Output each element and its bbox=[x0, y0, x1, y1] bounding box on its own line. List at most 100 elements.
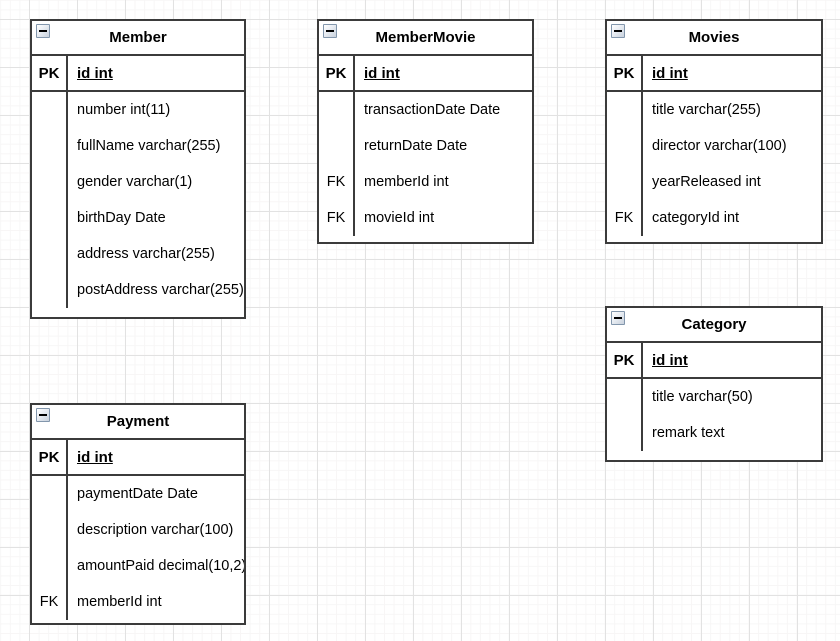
table-row[interactable]: gender varchar(1) bbox=[32, 164, 244, 200]
minus-glyph bbox=[39, 414, 47, 416]
minus-glyph bbox=[614, 317, 622, 319]
entity-title: Member bbox=[109, 29, 167, 46]
table-row[interactable]: FK movieId int bbox=[319, 200, 532, 236]
row-key-label bbox=[32, 200, 68, 236]
table-row[interactable]: director varchar(100) bbox=[607, 128, 821, 164]
entity-title: Movies bbox=[688, 29, 740, 46]
entity-body: transactionDate Date returnDate Date FK … bbox=[319, 92, 532, 236]
table-row[interactable]: amountPaid decimal(10,2) bbox=[32, 548, 244, 584]
entity-body: title varchar(50) remark text bbox=[607, 379, 821, 451]
row-field-label: remark text bbox=[652, 424, 725, 441]
collapse-minus-icon[interactable] bbox=[611, 311, 625, 325]
row-key-label bbox=[607, 415, 643, 451]
table-row[interactable]: birthDay Date bbox=[32, 200, 244, 236]
entity-title: Payment bbox=[106, 413, 170, 430]
row-field-label: fullName varchar(255) bbox=[77, 137, 221, 154]
pk-row[interactable]: PK id int bbox=[607, 56, 821, 92]
table-row[interactable]: yearReleased int bbox=[607, 164, 821, 200]
entity-table-payment[interactable]: Payment PK id int paymentDate Date descr… bbox=[30, 403, 246, 625]
entity-header-category[interactable]: Category bbox=[607, 308, 821, 343]
row-key-label bbox=[607, 92, 643, 128]
row-key-label bbox=[32, 272, 68, 308]
table-row[interactable]: FK memberId int bbox=[319, 164, 532, 200]
pk-field-label: id int bbox=[77, 448, 113, 466]
row-field-label: number int(11) bbox=[77, 101, 171, 118]
row-key-label bbox=[32, 128, 68, 164]
table-row[interactable]: FK memberId int bbox=[32, 584, 244, 620]
pk-row[interactable]: PK id int bbox=[319, 56, 532, 92]
collapse-minus-icon[interactable] bbox=[323, 24, 337, 38]
entity-header-membermovie[interactable]: MemberMovie bbox=[319, 21, 532, 56]
entity-header-movies[interactable]: Movies bbox=[607, 21, 821, 56]
pk-key-label: PK bbox=[607, 343, 643, 377]
row-field-label: title varchar(50) bbox=[652, 388, 753, 405]
row-key-label bbox=[32, 476, 68, 512]
row-key-label bbox=[607, 128, 643, 164]
row-field-label: transactionDate Date bbox=[364, 101, 501, 118]
row-key-label bbox=[319, 92, 355, 128]
row-field-label: birthDay Date bbox=[77, 209, 166, 226]
entity-table-movies[interactable]: Movies PK id int title varchar(255) dire… bbox=[605, 19, 823, 244]
row-key-label bbox=[607, 379, 643, 415]
table-row[interactable]: fullName varchar(255) bbox=[32, 128, 244, 164]
collapse-minus-icon[interactable] bbox=[36, 408, 50, 422]
row-field-label: returnDate Date bbox=[364, 137, 468, 154]
pk-row[interactable]: PK id int bbox=[32, 56, 244, 92]
entity-header-member[interactable]: Member bbox=[32, 21, 244, 56]
pk-key-label: PK bbox=[607, 56, 643, 90]
row-key-label bbox=[32, 92, 68, 128]
table-row[interactable]: FK categoryId int bbox=[607, 200, 821, 236]
entity-header-payment[interactable]: Payment bbox=[32, 405, 244, 440]
row-field-label: paymentDate Date bbox=[77, 485, 198, 502]
row-key-label bbox=[607, 164, 643, 200]
table-row[interactable]: description varchar(100) bbox=[32, 512, 244, 548]
table-row[interactable]: postAddress varchar(255) bbox=[32, 272, 244, 308]
entity-body: paymentDate Date description varchar(100… bbox=[32, 476, 244, 620]
row-field-label: director varchar(100) bbox=[652, 137, 787, 154]
row-field-label: categoryId int bbox=[652, 209, 740, 226]
row-key-label: FK bbox=[319, 164, 355, 200]
pk-field-label: id int bbox=[652, 351, 688, 369]
table-row[interactable]: address varchar(255) bbox=[32, 236, 244, 272]
row-key-label: FK bbox=[32, 584, 68, 620]
pk-key-label: PK bbox=[319, 56, 355, 90]
entity-table-membermovie[interactable]: MemberMovie PK id int transactionDate Da… bbox=[317, 19, 534, 244]
collapse-minus-icon[interactable] bbox=[611, 24, 625, 38]
entity-body: number int(11) fullName varchar(255) gen… bbox=[32, 92, 244, 308]
row-field-label: memberId int bbox=[364, 173, 449, 190]
table-row[interactable]: paymentDate Date bbox=[32, 476, 244, 512]
row-field-label: movieId int bbox=[364, 209, 435, 226]
table-row[interactable]: remark text bbox=[607, 415, 821, 451]
row-field-label: title varchar(255) bbox=[652, 101, 761, 118]
row-field-label: yearReleased int bbox=[652, 173, 761, 190]
entity-title: Category bbox=[681, 316, 747, 333]
row-key-label bbox=[32, 236, 68, 272]
row-key-label bbox=[319, 128, 355, 164]
row-field-label: description varchar(100) bbox=[77, 521, 234, 538]
pk-row[interactable]: PK id int bbox=[32, 440, 244, 476]
pk-key-label: PK bbox=[32, 440, 68, 474]
table-row[interactable]: title varchar(255) bbox=[607, 92, 821, 128]
minus-glyph bbox=[39, 30, 47, 32]
row-key-label bbox=[32, 164, 68, 200]
row-field-label: memberId int bbox=[77, 593, 162, 610]
pk-row[interactable]: PK id int bbox=[607, 343, 821, 379]
row-field-label: postAddress varchar(255) bbox=[77, 281, 244, 298]
table-row[interactable]: title varchar(50) bbox=[607, 379, 821, 415]
row-field-label: address varchar(255) bbox=[77, 245, 215, 262]
entity-table-category[interactable]: Category PK id int title varchar(50) rem… bbox=[605, 306, 823, 462]
row-key-label: FK bbox=[607, 200, 643, 236]
entity-title: MemberMovie bbox=[375, 29, 476, 46]
table-row[interactable]: number int(11) bbox=[32, 92, 244, 128]
table-row[interactable]: returnDate Date bbox=[319, 128, 532, 164]
table-row[interactable]: transactionDate Date bbox=[319, 92, 532, 128]
pk-field-label: id int bbox=[364, 64, 400, 82]
row-field-label: amountPaid decimal(10,2) bbox=[77, 557, 244, 574]
row-key-label bbox=[32, 512, 68, 548]
collapse-minus-icon[interactable] bbox=[36, 24, 50, 38]
row-field-label: gender varchar(1) bbox=[77, 173, 193, 190]
entity-table-member[interactable]: Member PK id int number int(11) fullName… bbox=[30, 19, 246, 319]
minus-glyph bbox=[614, 30, 622, 32]
entity-body: title varchar(255) director varchar(100)… bbox=[607, 92, 821, 236]
